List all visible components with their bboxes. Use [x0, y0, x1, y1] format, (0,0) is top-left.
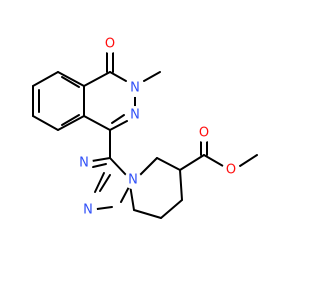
bond: [57, 115, 85, 131]
bond: [96, 206, 113, 210]
atom-triazole-nitrogen-upper: N: [79, 156, 89, 171]
bond: [32, 115, 59, 131]
bond: [99, 174, 111, 192]
bond: [57, 71, 85, 87]
bond: [239, 154, 258, 167]
atom-ketone-oxygen: O: [105, 37, 115, 52]
bond: [203, 154, 224, 167]
atom-carbonyl-oxygen: O: [199, 126, 209, 141]
atom-ester-oxygen: O: [226, 163, 236, 178]
atom-labels: O N N N N N O O: [75, 35, 240, 219]
bond: [160, 199, 183, 219]
bond: [120, 184, 131, 203]
bond: [111, 114, 125, 124]
bond: [83, 115, 111, 131]
label-mask: [75, 154, 93, 172]
bond: [61, 76, 80, 88]
bond: [179, 154, 205, 171]
bond: [143, 71, 161, 82]
bond: [109, 120, 128, 131]
label-mask: [101, 35, 119, 53]
label-mask: [79, 201, 97, 219]
bond: [133, 209, 162, 219]
bond: [179, 169, 183, 201]
atom-methyl-nitrogen: N: [130, 81, 140, 96]
atom-azine-nitrogen: N: [130, 108, 140, 123]
bond: [91, 157, 111, 162]
bonds: [32, 51, 258, 219]
bond: [156, 157, 181, 171]
label-mask: [222, 161, 240, 179]
label-mask: [195, 124, 213, 142]
bond: [138, 157, 158, 177]
bond: [94, 172, 105, 193]
label-mask: [124, 171, 142, 189]
atom-bridgehead-nitrogen: N: [128, 173, 138, 188]
molecule-diagram: O N N N N N O O: [0, 0, 300, 300]
atom-triazole-nitrogen-lower: N: [83, 203, 93, 218]
label-mask: [126, 79, 144, 97]
bond: [61, 114, 80, 126]
bond: [129, 184, 135, 211]
bond: [109, 157, 128, 177]
bond: [109, 71, 127, 82]
label-mask: [126, 106, 144, 124]
canvas-background: [0, 0, 300, 300]
bond: [83, 71, 111, 87]
bond: [32, 71, 59, 87]
bond: [92, 163, 107, 168]
